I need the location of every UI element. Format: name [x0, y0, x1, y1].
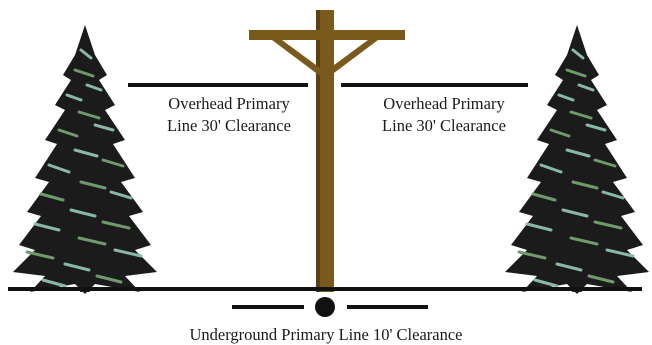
overhead-label-left-line1: Overhead Primary: [168, 94, 290, 113]
underground-line-dot-icon: [315, 297, 335, 317]
underground-label: Underground Primary Line 10' Clearance: [189, 325, 463, 344]
overhead-label-right-line2: Line 30' Clearance: [382, 116, 506, 135]
overhead-label-left: Overhead Primary Line 30' Clearance: [146, 93, 312, 137]
overhead-label-left-line2: Line 30' Clearance: [167, 116, 291, 135]
pine-tree-icon: [11, 23, 159, 296]
utility-pole-icon: [249, 10, 405, 292]
overhead-label-right-line1: Overhead Primary: [383, 94, 505, 113]
overhead-label-right: Overhead Primary Line 30' Clearance: [361, 93, 527, 137]
pine-tree-icon: [503, 23, 651, 296]
